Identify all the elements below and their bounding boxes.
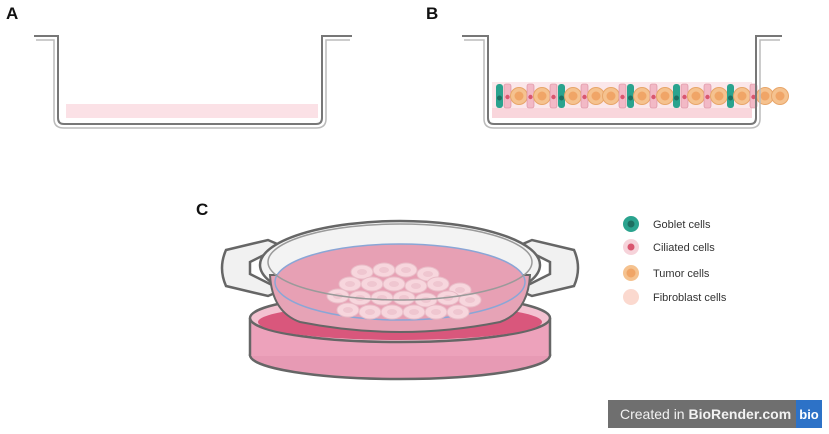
dish-cell-nucleus [357,269,367,275]
dish-cell-nucleus [387,309,397,315]
legend: Goblet cells Ciliated cells Tumor cells … [623,216,727,305]
goblet-cell-core [627,220,635,228]
ciliated-cell-nucleus [751,94,756,100]
ciliated-cell-nucleus [620,94,625,100]
legend-item-goblet: Goblet cells [623,216,711,232]
tumor-cell-nucleus [537,91,547,101]
legend-label-fibroblast: Fibroblast cells [653,292,727,304]
ciliated-cell-nucleus [682,94,687,100]
tumor-cell-nucleus [775,91,785,101]
culture-dish-c [220,219,580,381]
dish-cell-nucleus [455,287,465,293]
ciliated-cell-nucleus [705,94,710,100]
legend-label-tumor: Tumor cells [653,268,710,280]
transwell-b [462,35,789,129]
dish-cell-nucleus [431,309,441,315]
ciliated-cell-nucleus [582,94,587,100]
ciliated-cell-nucleus [505,94,510,100]
watermark-prefix: Created in [620,406,689,422]
insert-inner-rim [267,223,533,301]
insert-inner-a [36,39,350,129]
cell-layer-b [496,83,789,109]
panel-label-c: C [196,200,209,219]
tumor-cell-nucleus [591,91,601,101]
dish-cell-cluster [326,262,482,320]
legend-item-ciliated: Ciliated cells [623,239,715,255]
tumor-cell-nucleus [737,91,747,101]
dish-cell-nucleus [433,281,443,287]
legend-label-goblet: Goblet cells [653,219,711,231]
ciliated-cell-nucleus [651,94,656,100]
tumor-cell-nucleus [714,91,724,101]
dish-cell-nucleus [365,309,375,315]
panel-label-a: A [6,4,19,23]
dish-cell-nucleus [343,307,353,313]
dish-cell-nucleus [389,281,399,287]
tumor-cell-core [626,268,636,278]
membrane-b [492,108,752,118]
ciliated-cell-nucleus [528,94,533,100]
tumor-cell-nucleus [691,91,701,101]
insert-hanger [220,238,580,298]
transwell-a [34,35,352,129]
goblet-cell-nucleus [628,95,633,101]
dish-cell-nucleus [401,267,411,273]
panel-label-b: B [426,4,439,23]
ciliated-cell-core [627,243,635,251]
legend-item-fibroblast: Fibroblast cells [623,289,727,305]
dish-cell-nucleus [367,281,377,287]
legend-label-ciliated: Ciliated cells [653,242,715,254]
biorender-logo-icon: bio [796,400,822,428]
insert-outline-b [462,35,782,125]
tumor-cell-nucleus [760,91,770,101]
tumor-cell-nucleus [606,91,616,101]
goblet-cell-nucleus [497,95,502,101]
dish-cell-nucleus [345,281,355,287]
tumor-cell-nucleus [660,91,670,101]
dish-cell-nucleus [453,309,463,315]
tumor-cell-nucleus [637,91,647,101]
insert-outline-a [34,35,352,125]
biorender-watermark: Created in BioRender.com bio [608,400,822,428]
ciliated-cell-nucleus [551,94,556,100]
dish-cell-nucleus [379,267,389,273]
goblet-cell-nucleus [674,95,679,101]
legend-item-tumor: Tumor cells [623,265,710,281]
goblet-cell-nucleus [559,95,564,101]
fibroblast-cell-icon [623,289,639,305]
insert-inner-b [464,39,780,129]
dish-cell-nucleus [411,283,421,289]
dish-cell-nucleus [409,309,419,315]
goblet-cell-nucleus [728,95,733,101]
watermark-brand: BioRender.com [688,406,792,422]
tumor-cell-nucleus [568,91,578,101]
dish-cell-nucleus [423,271,433,277]
medium-a [66,104,318,118]
watermark-text: Created in BioRender.com [608,406,796,422]
dish-cell-nucleus [465,297,475,303]
tumor-cell-nucleus [514,91,524,101]
